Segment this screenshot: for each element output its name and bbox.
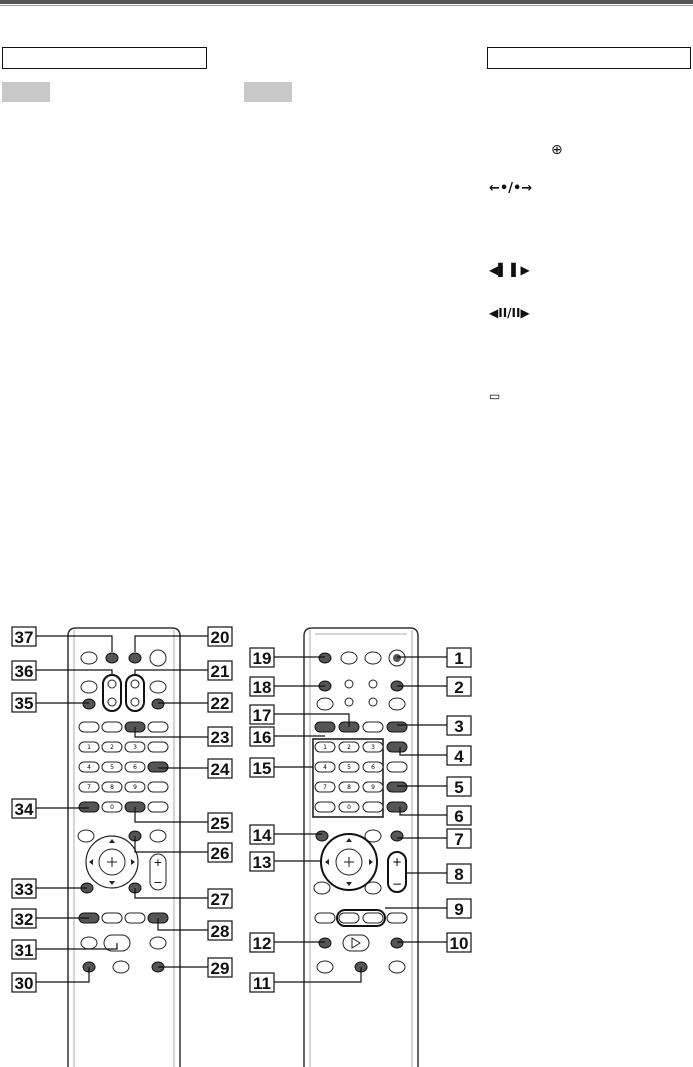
- section-tag-2: [244, 82, 292, 102]
- left-key-1: 1: [87, 744, 91, 751]
- right-key-4: 4: [323, 764, 327, 771]
- left-remote: 1 2 3 4 5 6 7 8 9 0 + −: [11, 626, 233, 1067]
- callout-37: 37: [15, 628, 34, 647]
- left-key-0: 0: [110, 804, 114, 811]
- left-key-4: 4: [87, 764, 91, 771]
- right-remote: 1 2 3 4 5 6 7 8 9 0 + −: [249, 627, 472, 1067]
- callout-35: 35: [15, 694, 34, 713]
- callout-34: 34: [15, 800, 34, 819]
- right-key-1: 1: [323, 744, 327, 751]
- left-key-5: 5: [110, 764, 114, 771]
- callout-14: 14: [253, 826, 272, 845]
- callout-8: 8: [454, 865, 463, 884]
- right-key-0: 0: [347, 804, 351, 811]
- svg-text:−: −: [153, 876, 162, 889]
- callout-24: 24: [211, 760, 230, 779]
- section-header-left: [2, 47, 207, 69]
- callout-36: 36: [15, 662, 34, 681]
- step-icon: ◀▌ ▌▶: [489, 263, 530, 277]
- callout-19: 19: [253, 649, 272, 668]
- callout-27: 27: [211, 890, 230, 909]
- callout-22: 22: [211, 694, 230, 713]
- callout-17: 17: [253, 706, 272, 725]
- callout-11: 11: [253, 974, 271, 993]
- left-key-8: 8: [110, 784, 114, 791]
- plus-circle-icon: ⊕: [551, 142, 563, 158]
- section-header-right: [487, 47, 691, 69]
- right-key-9: 9: [371, 784, 375, 791]
- callout-16: 16: [253, 728, 272, 747]
- callout-9: 9: [454, 900, 463, 919]
- subtitle-icon: ▭: [489, 389, 501, 403]
- left-key-2: 2: [110, 744, 114, 751]
- callout-13: 13: [253, 853, 272, 872]
- callout-1: 1: [454, 649, 463, 668]
- callout-3: 3: [454, 717, 463, 736]
- callout-30: 30: [15, 974, 34, 993]
- callout-5: 5: [454, 778, 463, 797]
- svg-text:+: +: [153, 856, 162, 869]
- right-key-7: 7: [323, 784, 327, 791]
- callout-25: 25: [211, 814, 230, 833]
- callout-15: 15: [253, 759, 272, 778]
- top-rule: [0, 0, 693, 4]
- callout-33: 33: [15, 880, 34, 899]
- callout-28: 28: [211, 922, 230, 941]
- callout-29: 29: [211, 959, 230, 978]
- callout-4: 4: [454, 747, 464, 766]
- callout-2: 2: [454, 678, 463, 697]
- svg-text:+: +: [392, 855, 402, 869]
- callout-26: 26: [211, 844, 230, 863]
- callout-20: 20: [211, 628, 230, 647]
- callout-31: 31: [15, 941, 34, 960]
- section-tag-1: [2, 82, 50, 102]
- left-key-3: 3: [133, 744, 137, 751]
- right-key-2: 2: [347, 744, 351, 751]
- left-key-6: 6: [133, 764, 137, 771]
- svg-text:−: −: [392, 877, 402, 891]
- callout-6: 6: [454, 807, 463, 826]
- top-rule-thin: [0, 5, 693, 6]
- right-key-5: 5: [347, 764, 351, 771]
- callout-10: 10: [450, 934, 469, 953]
- left-key-7: 7: [87, 784, 91, 791]
- callout-32: 32: [15, 910, 34, 929]
- callout-21: 21: [211, 662, 230, 681]
- callout-23: 23: [211, 728, 230, 747]
- right-key-8: 8: [347, 784, 351, 791]
- callout-18: 18: [253, 678, 272, 697]
- replay-advance-icon: ←•/•→: [489, 181, 533, 196]
- right-key-6: 6: [371, 764, 375, 771]
- callout-12: 12: [253, 934, 272, 953]
- right-key-3: 3: [371, 744, 375, 751]
- callout-7: 7: [454, 830, 463, 849]
- slow-play-icon: ◀II/II▶: [489, 306, 530, 320]
- left-key-9: 9: [133, 784, 137, 791]
